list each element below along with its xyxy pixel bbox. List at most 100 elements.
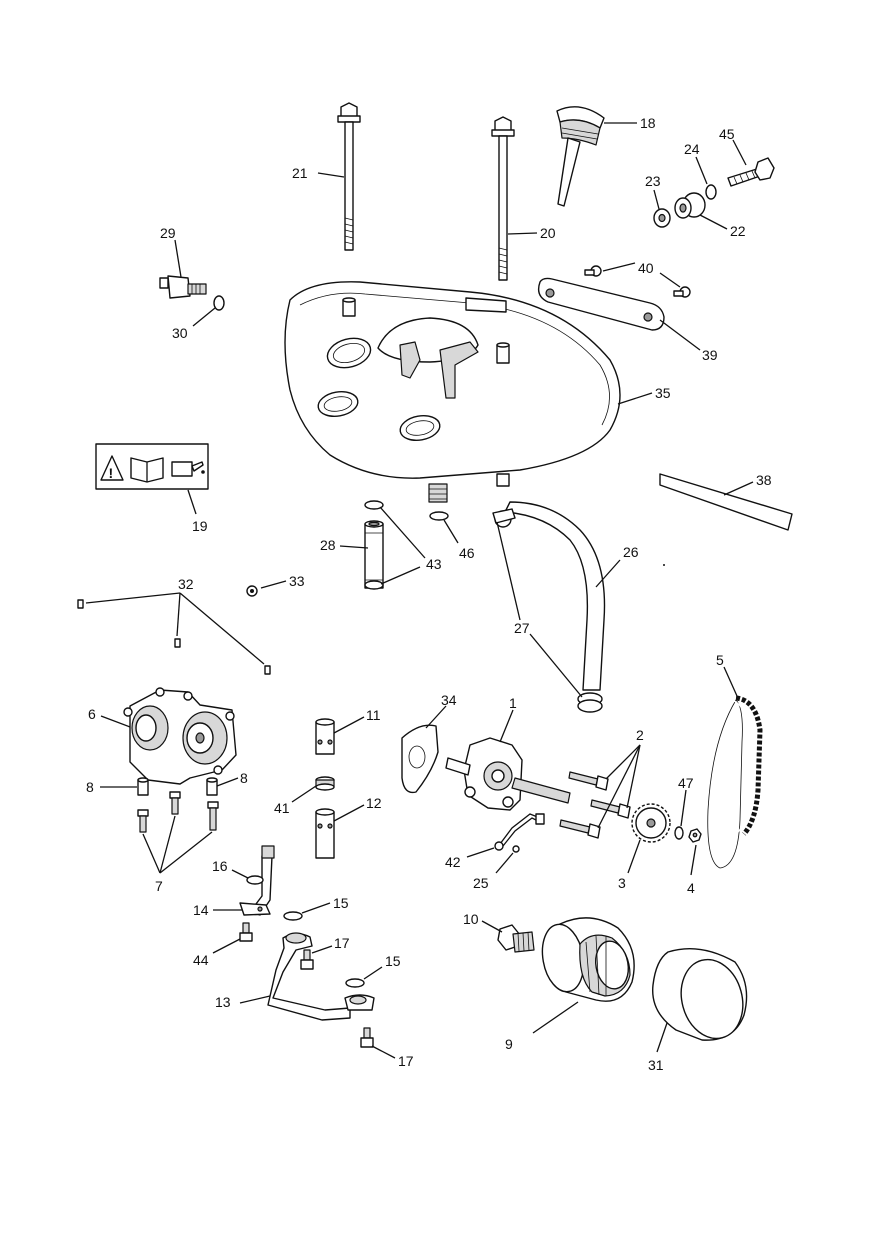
part-23-washer [653,208,671,228]
part-29-pressure-switch [159,275,207,299]
part-32-dowel-b [174,638,181,648]
callout-41: 41 [274,800,290,816]
part-30-washer [213,295,225,311]
part-4-nut [688,828,702,843]
callout-32: 32 [178,576,194,592]
part-35-oil-tank [284,281,621,503]
part-27-hose-clip-a [492,508,516,528]
callout-23: 23 [645,173,661,189]
part-33-nut [246,585,258,597]
callout-29: 29 [160,225,176,241]
part-1-pump-body [445,737,571,811]
callout-6: 6 [88,706,96,722]
part-2-bolt-c [559,819,601,839]
callout-3: 3 [618,875,626,891]
part-46-o-ring [429,511,449,521]
part-8-dowel-b [206,777,218,796]
callout-35: 35 [655,385,671,401]
callout-4: 4 [687,880,695,896]
callout-14: 14 [193,902,209,918]
callout-38: 38 [756,472,772,488]
stray-dot [663,564,665,566]
part-20-long-bolt [491,116,515,281]
callout-26: 26 [623,544,639,560]
callout-30: 30 [172,325,188,341]
callout-42: 42 [445,854,461,870]
callout-43: 43 [426,556,442,572]
callout-8a: 8 [86,779,94,795]
part-3-sprocket [631,803,671,843]
part-11-sleeve [315,718,335,755]
warning-triangle-icon: ! [100,455,124,481]
callout-5: 5 [716,652,724,668]
part-38-hose [659,473,793,531]
part-47-washer [674,826,684,840]
callout-31: 31 [648,1057,664,1073]
part-32-dowel-a [77,599,84,609]
part-7-screw-b [169,791,181,815]
callout-22: 22 [730,223,746,239]
part-13-oil-pipe [267,932,375,1021]
callout-21: 21 [292,165,308,181]
callout-12: 12 [366,795,382,811]
callout-2: 2 [636,727,644,743]
callout-24: 24 [684,141,700,157]
part-15-o-ring-b [345,978,365,988]
callout-44: 44 [193,952,209,968]
callout-7: 7 [155,878,163,894]
manual-book-icon [130,457,164,483]
part-6-oil-pump [123,687,237,785]
part-14-oil-pipe [239,845,275,916]
part-25-o-ring [512,845,520,853]
part-40-screw-a [584,265,602,277]
part-31-oil-filter [652,947,748,1041]
svg-text:!: ! [109,465,114,481]
callout-19: 19 [192,518,208,534]
part-2-bolt-a [568,771,609,791]
callout-34: 34 [441,692,457,708]
part-22-grommet [674,192,706,219]
callout-1: 1 [509,695,517,711]
part-5-drive-chain [707,695,763,869]
part-43-o-ring-b [364,580,384,590]
part-43-o-ring-a [364,500,384,510]
callout-11: 11 [366,707,381,723]
part-19-label-plate: ! [95,443,209,490]
callout-17a: 17 [334,935,350,951]
part-26-oil-hose [504,501,606,691]
callout-28: 28 [320,537,336,553]
callout-16: 16 [212,858,228,874]
callout-47: 47 [678,775,694,791]
part-10-filter-adapter [497,924,535,953]
callout-25: 25 [473,875,489,891]
callout-18: 18 [640,115,656,131]
callout-20: 20 [540,225,556,241]
part-17-screw-b [360,1027,374,1048]
part-15-o-ring-a [283,911,303,921]
part-7-screw-c [207,801,219,831]
part-41-seal [315,776,335,791]
part-24-washer [705,184,717,200]
part-8-dowel-a [137,777,149,796]
part-18-filler-cap-dipstick [556,106,605,207]
callout-15a: 15 [333,895,349,911]
oil-can-icon [171,461,205,477]
part-27-hose-clip-b [577,692,603,713]
callout-15b: 15 [385,953,401,969]
part-39-bracket [537,277,665,331]
callout-40: 40 [638,260,654,276]
part-12-sleeve [315,808,335,859]
callout-8b: 8 [240,770,248,786]
callout-9: 9 [505,1036,513,1052]
callout-27: 27 [514,620,530,636]
callout-33: 33 [289,573,305,589]
callout-46: 46 [459,545,475,561]
part-42-oil-pipe [494,813,545,851]
callout-45: 45 [719,126,735,142]
part-17-screw-a [300,949,314,970]
callout-10: 10 [463,911,479,927]
part-16-o-ring [246,875,264,885]
part-34-gasket [401,724,439,794]
part-28-pipe [364,520,384,589]
